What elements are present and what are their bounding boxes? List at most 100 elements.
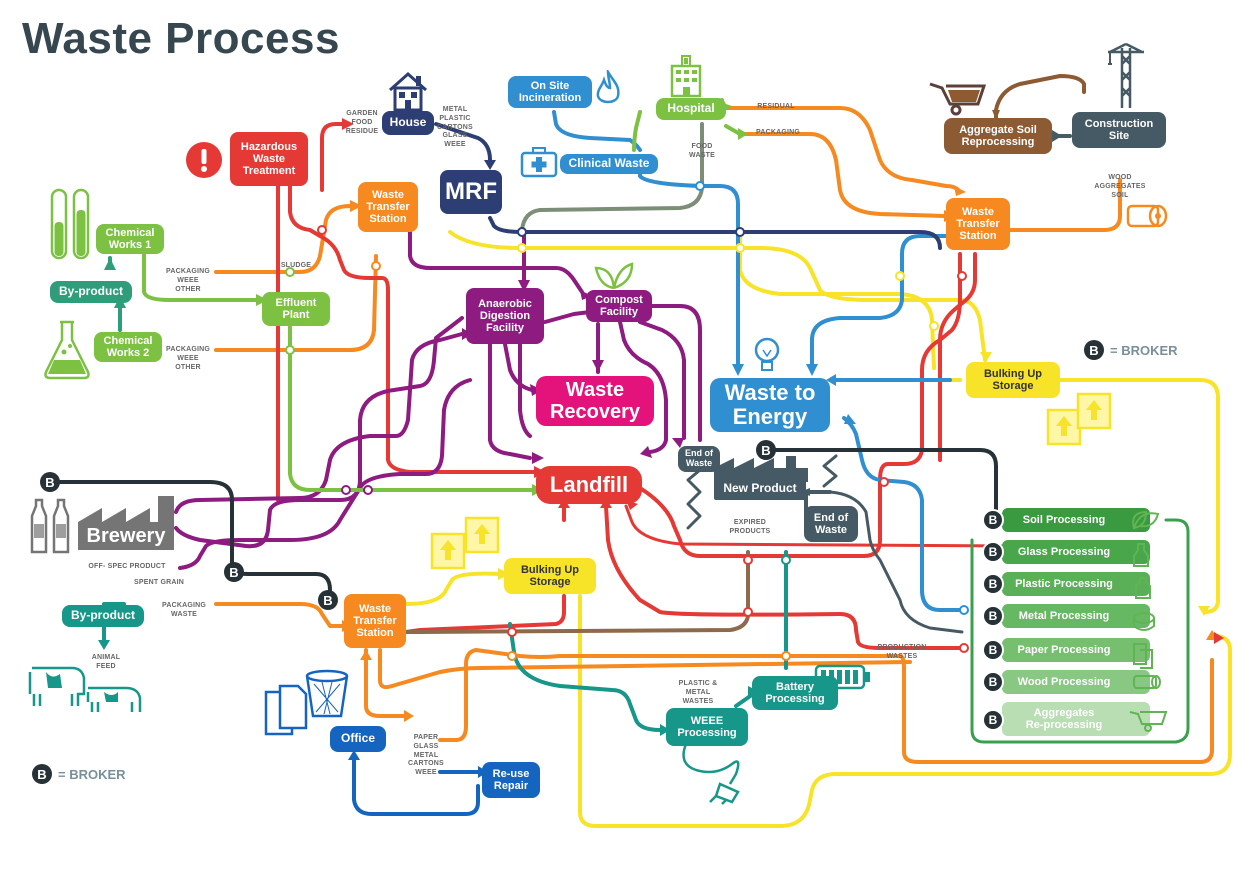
- flow-label-metal-house: METAL PLASTIC CARTONS GLASS WEEE: [437, 106, 473, 148]
- broker-badge: B: [40, 472, 60, 492]
- flow-label-spent-grain: SPENT GRAIN: [133, 579, 185, 586]
- broker-badge: B: [982, 639, 1004, 661]
- processing-label: Paper Processing: [1017, 644, 1111, 656]
- orange-line: [438, 648, 1214, 764]
- node-waste-recovery[interactable]: Waste Recovery: [536, 376, 654, 426]
- purple-line: [178, 378, 472, 570]
- navy-line: [352, 758, 480, 816]
- processing-item-glass[interactable]: [1002, 540, 1150, 564]
- flow-label-wood-aggregates: WOOD AGGREGATES SOIL: [1094, 174, 1146, 199]
- purple-line: [174, 332, 464, 514]
- processing-panel: Soil Processing Glass Processing Plastic…: [978, 506, 1178, 742]
- processing-item-metal[interactable]: [1002, 604, 1150, 628]
- processing-icons: [1129, 510, 1168, 732]
- node-effluent-plant[interactable]: Effluent Plant: [262, 292, 330, 326]
- node-hospital[interactable]: Hospital: [656, 98, 726, 120]
- processing-label: Aggregates Re-processing: [1025, 706, 1103, 731]
- node-new-product[interactable]: New Product: [714, 478, 806, 500]
- node-landfill[interactable]: Landfill: [536, 466, 642, 504]
- purple-line: [518, 342, 532, 438]
- node-compost-facility[interactable]: Compost Facility: [586, 290, 652, 322]
- flow-label-production-wastes: PRODUCTION WASTES: [877, 644, 927, 660]
- green-line: [142, 250, 258, 302]
- orange-line: [214, 254, 378, 352]
- flow-label-expired: EXPIRED PRODUCTS: [729, 519, 771, 535]
- node-chemical-works-2[interactable]: Chemical Works 2: [94, 332, 162, 362]
- green-line: [288, 324, 534, 492]
- processing-item-aggregates[interactable]: [1002, 702, 1150, 736]
- purple-line: [638, 320, 686, 440]
- node-end-of-waste[interactable]: End of Waste: [804, 506, 858, 542]
- red-line: [938, 252, 977, 462]
- crane-icon: [1100, 42, 1146, 115]
- processing-item-wood[interactable]: [1002, 670, 1150, 694]
- node-waste-transfer-station-top-right[interactable]: Waste Transfer Station: [946, 198, 1010, 250]
- node-house[interactable]: House: [382, 111, 434, 135]
- teal-line: [508, 622, 662, 732]
- dark-line: [764, 448, 998, 512]
- flow-label-garden: GARDEN FOOD RESIDUE: [345, 110, 379, 135]
- flow-label-off-spec: OFF- SPEC PRODUCT: [88, 563, 166, 570]
- processing-item-soil[interactable]: [1002, 508, 1150, 532]
- purple-line: [488, 342, 532, 460]
- purple-line: [408, 230, 584, 294]
- node-construction-site[interactable]: Construction Site: [1072, 112, 1166, 148]
- zigzag-mark: [822, 454, 838, 488]
- flow-label-residual: RESIDUAL: [757, 103, 795, 110]
- node-reuse-repair[interactable]: Re-use Repair: [482, 762, 540, 798]
- node-waste-to-energy[interactable]: Waste to Energy: [710, 378, 830, 432]
- wheelbarrow-icon: [928, 80, 988, 121]
- node-bulking-up-storage-right[interactable]: Bulking Up Storage: [966, 362, 1060, 398]
- hospital-icon: [664, 54, 708, 103]
- processing-label: Plastic Processing: [1015, 578, 1113, 590]
- node-chemical-works-1[interactable]: Chemical Works 1: [96, 224, 164, 254]
- orange-line: [214, 204, 352, 274]
- node-clinical-waste[interactable]: Clinical Waste: [560, 154, 658, 174]
- node-aggregate-soil-reprocessing[interactable]: Aggregate Soil Reprocessing: [944, 118, 1052, 154]
- purple-line: [543, 310, 592, 324]
- processing-item-plastic[interactable]: [1002, 572, 1150, 596]
- page-title: Waste Process: [22, 14, 340, 63]
- zigzag-mark: [686, 468, 702, 530]
- yellow-line: [1058, 378, 1220, 614]
- flow-label-animal-feed: ANIMAL FEED: [91, 654, 121, 670]
- node-by-product-top[interactable]: By-product: [50, 281, 132, 303]
- broker-badge: B: [982, 671, 1004, 693]
- dark-line: [828, 490, 964, 634]
- legend-text: = BROKER: [58, 766, 126, 782]
- purple-line: [174, 316, 464, 549]
- node-mrf[interactable]: MRF: [440, 170, 502, 214]
- orange-line: [378, 648, 912, 690]
- node-waste-transfer-station-bottom[interactable]: Waste Transfer Station: [344, 594, 406, 648]
- legend-text: = BROKER: [1110, 342, 1178, 358]
- purple-line: [618, 320, 668, 454]
- node-office[interactable]: Office: [330, 726, 386, 752]
- flow-label-food-waste: FOOD WASTE: [689, 143, 715, 159]
- processing-item-paper[interactable]: [1002, 638, 1150, 662]
- teal-line: [102, 602, 126, 642]
- boxes-icon: [428, 514, 504, 577]
- node-by-product-bottom[interactable]: By-product: [62, 605, 144, 627]
- processing-label: Soil Processing: [1022, 514, 1106, 526]
- node-anaerobic-digestion-facility[interactable]: Anaerobic Digestion Facility: [466, 288, 544, 344]
- node-end-of-waste-small[interactable]: End of Waste: [678, 446, 720, 472]
- node-hazardous-waste-treatment[interactable]: Hazardous Waste Treatment: [230, 132, 308, 186]
- node-bulking-up-storage-mid[interactable]: Bulking Up Storage: [504, 558, 596, 594]
- node-battery-processing[interactable]: Battery Processing: [752, 676, 838, 710]
- node-on-site-incineration[interactable]: On Site Incineration: [508, 76, 592, 108]
- boxes-icon: [1044, 386, 1116, 453]
- clinical-case-icon: [520, 146, 558, 183]
- green-line: [520, 122, 704, 232]
- blue-line: [552, 110, 642, 152]
- broker-legend-left: B = BROKER: [32, 764, 126, 784]
- node-waste-transfer-station-top-left[interactable]: Waste Transfer Station: [358, 182, 418, 232]
- yellow-line: [738, 230, 936, 370]
- node-weee-processing[interactable]: WEEE Processing: [666, 708, 748, 746]
- processing-label: Metal Processing: [1018, 610, 1110, 622]
- blue-line: [842, 416, 964, 612]
- blue-line: [638, 172, 740, 368]
- house-icon: [386, 70, 430, 117]
- broker-badge: B: [982, 605, 1004, 627]
- broker-badge: B: [756, 440, 776, 460]
